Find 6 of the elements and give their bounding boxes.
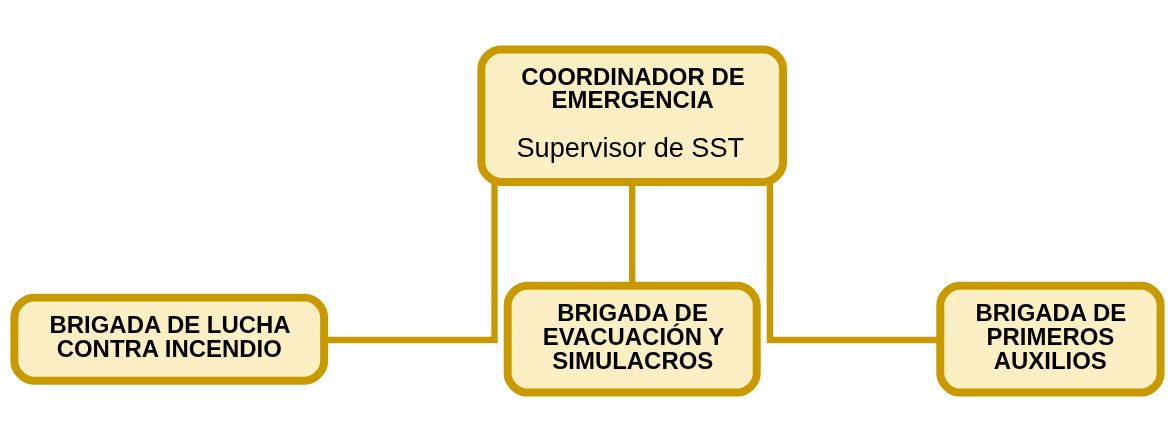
node-box: BRIGADA DE PRIMEROS AUXILIOS — [936, 281, 1165, 397]
connector — [629, 181, 636, 285]
node-box: BRIGADA DE LUCHA CONTRA INCENDIO — [10, 293, 329, 385]
node-box: COORDINADOR DE EMERGENCIA Supervisor de SST — [477, 44, 788, 186]
node-box: BRIGADA DE EVACUACIÓN Y SIMULACROS — [503, 281, 761, 397]
connector — [766, 181, 940, 343]
